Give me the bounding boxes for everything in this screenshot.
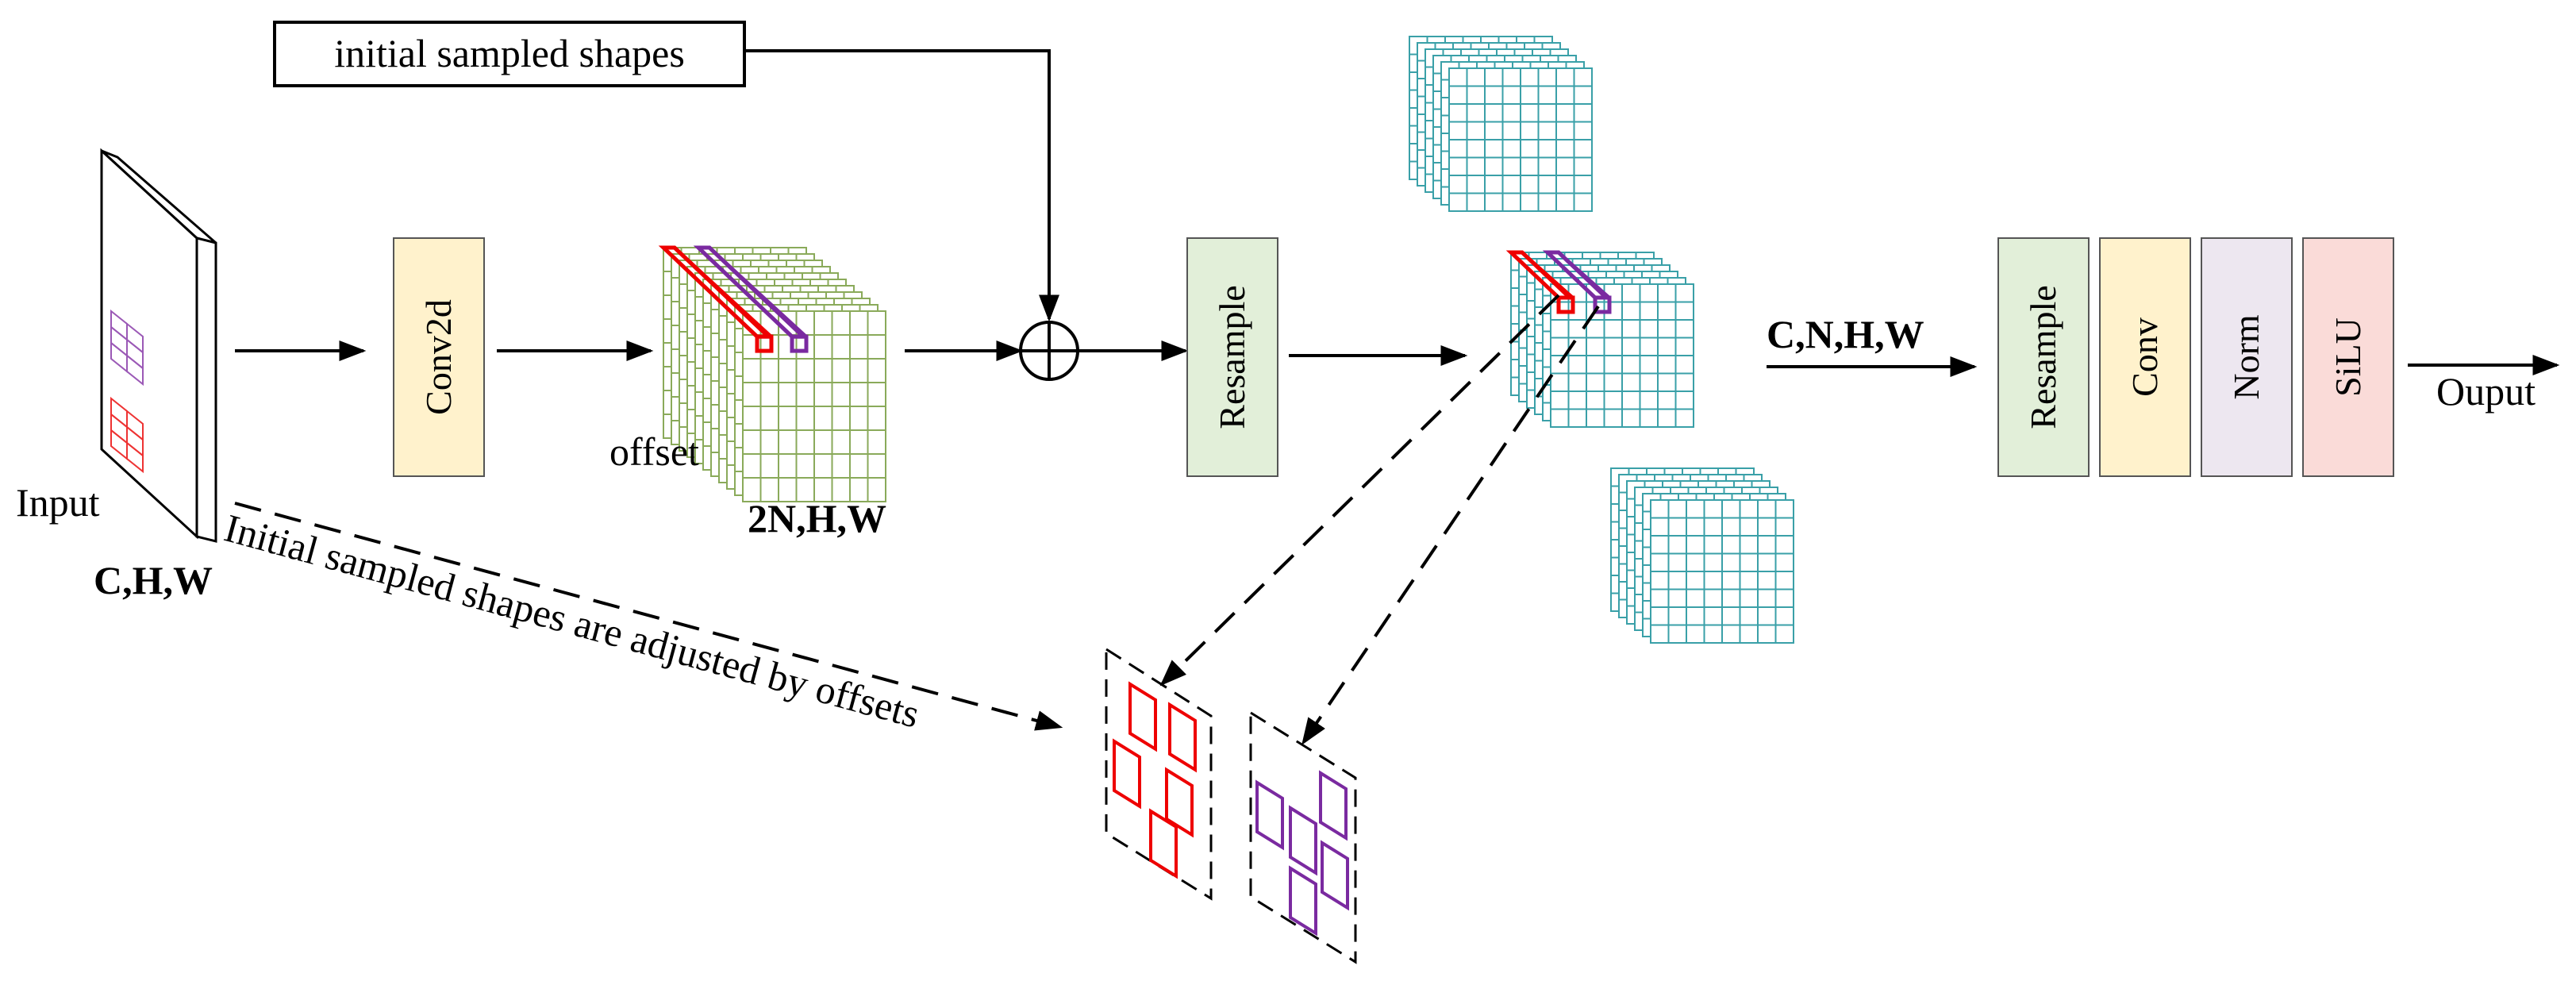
initial-shapes-box: initial sampled shapes <box>273 21 746 87</box>
dashed-arrow-adjust <box>234 502 1063 731</box>
resample-block-1: Resample <box>1186 237 1278 477</box>
conv-block: Conv <box>2099 237 2191 477</box>
offset-dims: 2N,H,W <box>748 496 886 541</box>
feature-stack-bottom <box>1610 467 1794 644</box>
silu-label: SiLU <box>2328 317 2368 397</box>
feature-stack-top <box>1409 36 1593 212</box>
input-purple-patch <box>110 309 144 387</box>
feature-stack-middle <box>1505 250 1694 428</box>
output-label: Ouput <box>2436 369 2536 414</box>
silu-block: SiLU <box>2302 237 2394 477</box>
input-dims: C,H,W <box>94 558 213 602</box>
conv-label: Conv <box>2124 317 2165 397</box>
dashed-arrow-red <box>1159 294 1560 687</box>
input-feature-map <box>100 148 217 543</box>
purple-sampled-shapes <box>1249 710 1357 964</box>
resample-block-2: Resample <box>1997 237 2090 477</box>
norm-block: Norm <box>2201 237 2293 477</box>
red-sampled-shapes <box>1105 647 1213 901</box>
initial-shapes-arrow <box>744 49 1059 322</box>
input-red-patch <box>110 396 144 474</box>
norm-label: Norm <box>2226 314 2266 400</box>
conv2d-block: Conv2d <box>393 237 485 477</box>
conv2d-label: Conv2d <box>418 299 459 415</box>
dashed-arrow-purple <box>1301 305 1600 745</box>
circle-plus-icon <box>1019 321 1079 381</box>
resample-1-label: Resample <box>1212 285 1252 429</box>
offset-grid-stack <box>658 245 886 502</box>
initial-shapes-label: initial sampled shapes <box>334 31 685 75</box>
resample-2-label: Resample <box>2023 285 2063 429</box>
offset-label: offset <box>609 429 699 474</box>
mid-dims: C,N,H,W <box>1767 312 1924 356</box>
input-label: Input <box>16 480 100 525</box>
